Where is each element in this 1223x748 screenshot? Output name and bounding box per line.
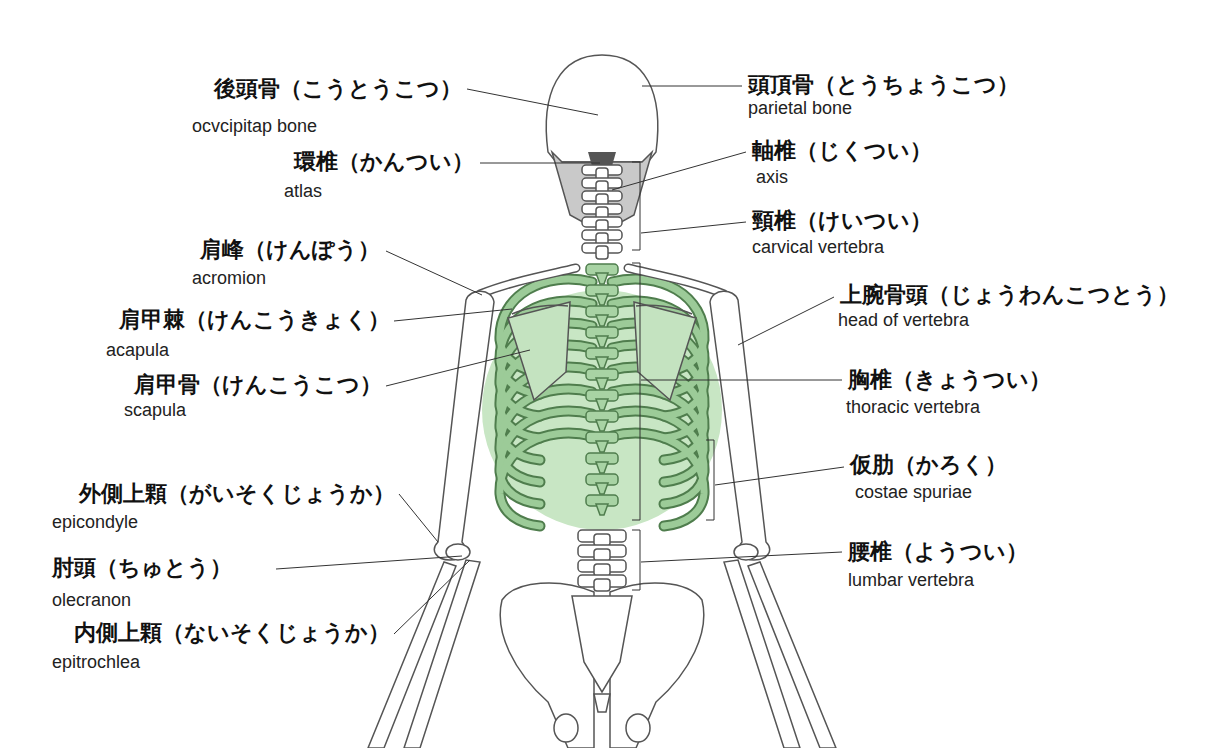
part-name-latin: parietal bone <box>748 98 852 120</box>
foramen <box>588 152 616 166</box>
cervical-vertebrae <box>582 165 622 259</box>
part-name: 肩甲骨（けんこうこつ） <box>134 372 382 398</box>
part-name: 腰椎（ようつい） <box>848 539 1028 565</box>
part-name: 肘頭（ちゅとう） <box>52 555 232 581</box>
part-name-latin: atlas <box>284 181 322 203</box>
bracket <box>632 162 640 250</box>
part-name-latin: olecranon <box>52 590 131 612</box>
part-name: 後頭骨（こうとうこつ） <box>214 76 462 102</box>
lumbar-vertebrae <box>578 530 626 591</box>
part-name: 頸椎（けいつい） <box>752 208 932 234</box>
part-name-latin: thoracic vertebra <box>846 397 980 419</box>
thoracic-vertebrae <box>586 264 618 515</box>
part-name: 外側上顆（がいそくじょうか） <box>79 481 395 507</box>
part-name-latin: carvical vertebra <box>752 237 884 259</box>
part-name-latin: acapula <box>106 340 169 362</box>
part-name-latin: epicondyle <box>52 512 138 534</box>
skeleton-right <box>610 268 836 748</box>
part-name: 上腕骨頭（じょうわんこつとう） <box>840 282 1179 308</box>
part-name: 胸椎（きょうつい） <box>848 367 1051 393</box>
bracket <box>632 530 640 590</box>
part-name: 内側上顆（ないそくじょうか） <box>74 620 390 646</box>
part-name-latin: ocvcipitap bone <box>192 116 317 138</box>
part-name: 軸椎（じくつい） <box>752 138 932 164</box>
part-name-latin: lumbar vertebra <box>848 570 974 592</box>
part-name-latin: acromion <box>192 268 266 290</box>
part-name-latin: costae spuriae <box>855 482 972 504</box>
part-name-latin: epitrochlea <box>52 652 140 674</box>
part-name: 肩甲棘（けんこうきょく） <box>119 307 390 333</box>
part-name-latin: axis <box>756 167 788 189</box>
part-name-latin: head of vertebra <box>838 310 969 332</box>
bracket <box>706 440 714 520</box>
part-name: 環椎（かんつい） <box>294 149 474 175</box>
leader-lines <box>276 86 844 634</box>
sacrum <box>572 596 632 692</box>
bracket <box>632 263 640 520</box>
part-name: 仮肋（かろく） <box>850 452 1007 478</box>
part-name: 頭頂骨（とうちょうこつ） <box>748 72 1019 98</box>
coccyx <box>594 694 610 712</box>
part-name-latin: scapula <box>124 400 186 422</box>
part-name: 肩峰（けんぽう） <box>200 237 380 263</box>
skeleton-left <box>368 268 594 748</box>
